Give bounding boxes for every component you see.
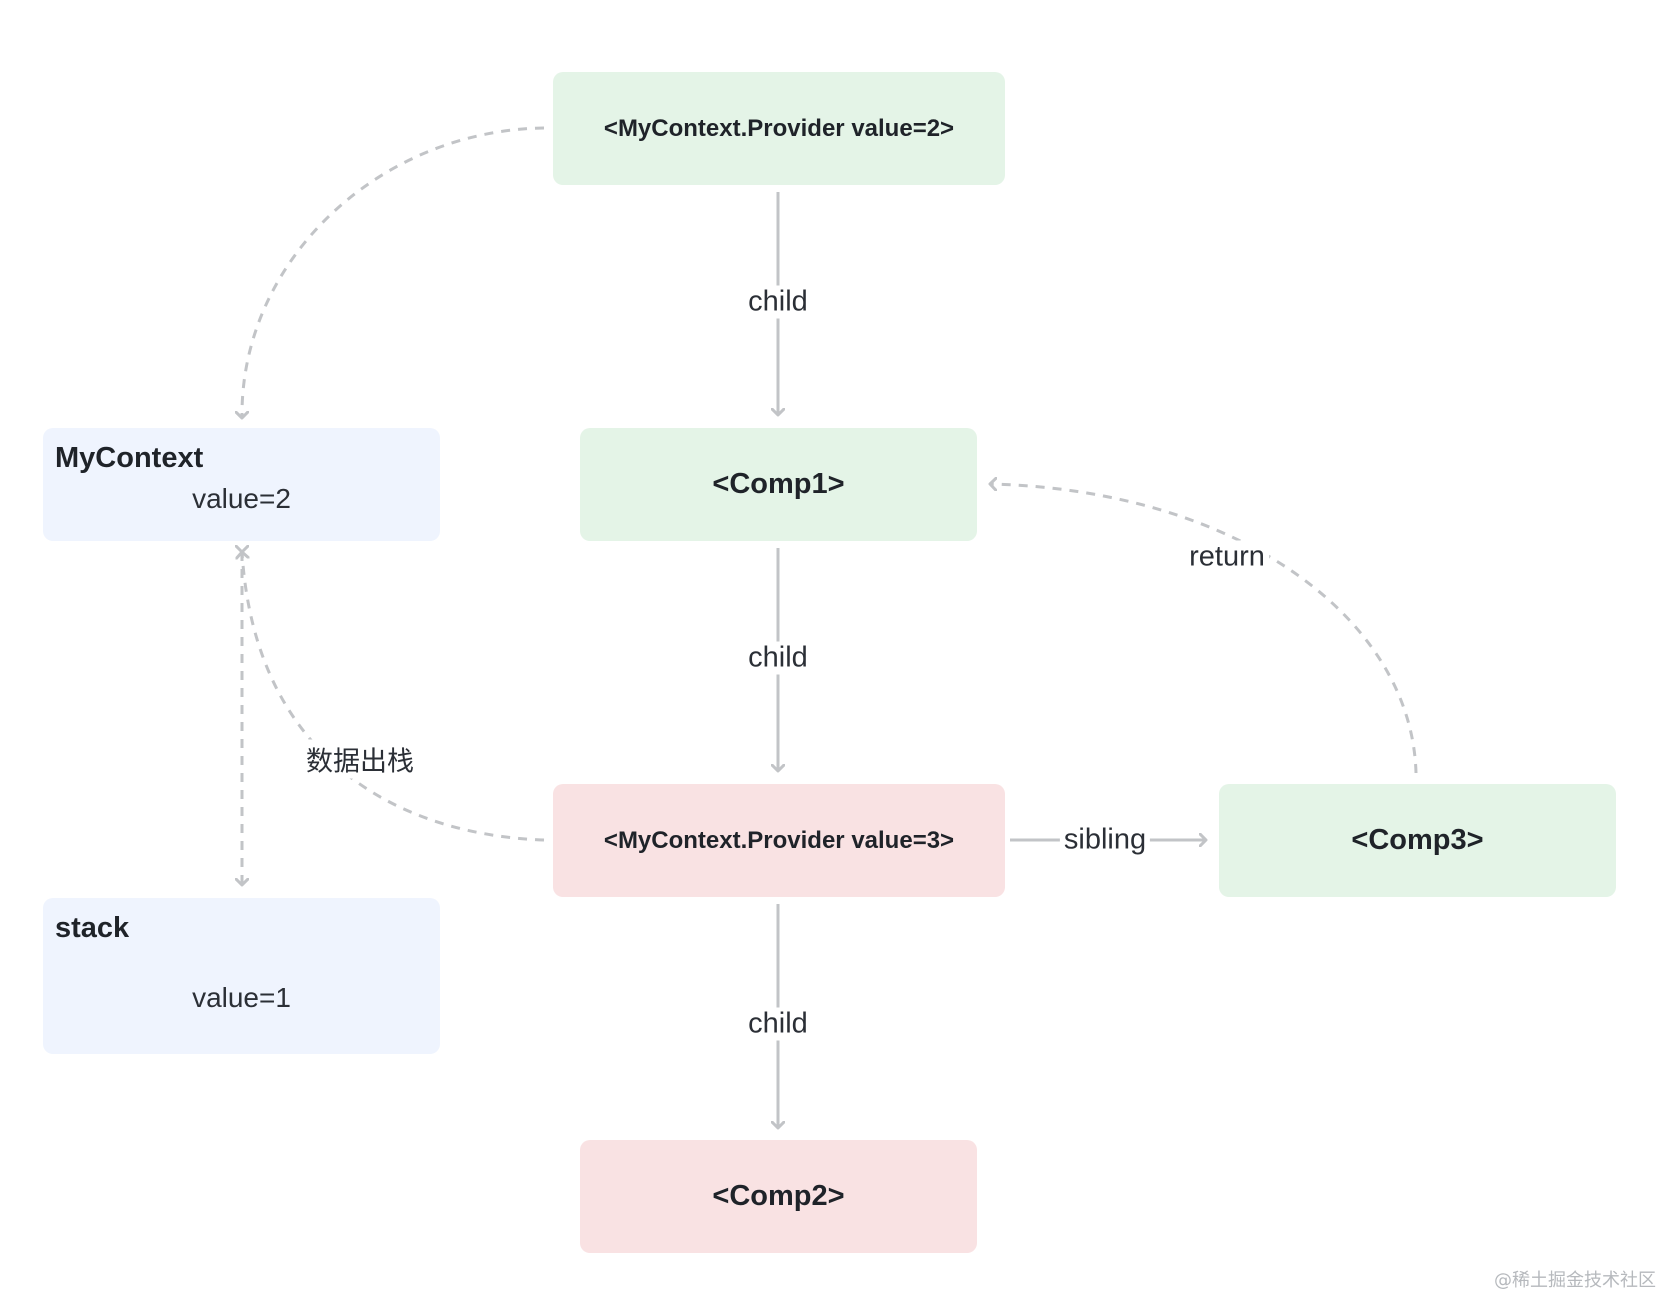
comp1-label: <Comp1> <box>712 468 845 500</box>
stack-node: stack value=1 <box>43 898 440 1054</box>
stack-value: value=1 <box>192 982 291 1013</box>
edge-pop <box>242 552 545 842</box>
comp2-label: <Comp2> <box>712 1180 845 1212</box>
edge-label-return: return <box>1185 540 1269 574</box>
stack-title: stack <box>55 912 130 944</box>
provider-mid-node: <MyContext.Provider value=3> <box>553 784 1005 897</box>
mycontext-node: MyContext value=2 <box>43 428 440 541</box>
edge-label-sibling: sibling <box>1059 823 1151 857</box>
edge-label-pop: 数据出栈 <box>302 739 418 779</box>
comp1-node: <Comp1> <box>580 428 977 541</box>
provider-mid-label: <MyContext.Provider value=3> <box>603 826 955 854</box>
mycontext-title: MyContext <box>55 442 204 474</box>
edge-label-child-3: child <box>744 1007 812 1041</box>
provider-top-label: <MyContext.Provider value=2> <box>603 114 955 142</box>
edge-return <box>990 484 1418 774</box>
comp2-node: <Comp2> <box>580 1140 977 1253</box>
mycontext-value: value=2 <box>192 483 291 514</box>
edge-label-child-1: child <box>744 285 812 319</box>
provider-top-node: <MyContext.Provider value=2> <box>553 72 1005 185</box>
edge-label-child-2: child <box>744 641 812 675</box>
comp3-label: <Comp3> <box>1351 824 1484 856</box>
watermark: @稀土掘金技术社区 <box>1494 1270 1656 1291</box>
comp3-node: <Comp3> <box>1219 784 1616 897</box>
edge-provider-to-mycontext <box>242 126 545 418</box>
